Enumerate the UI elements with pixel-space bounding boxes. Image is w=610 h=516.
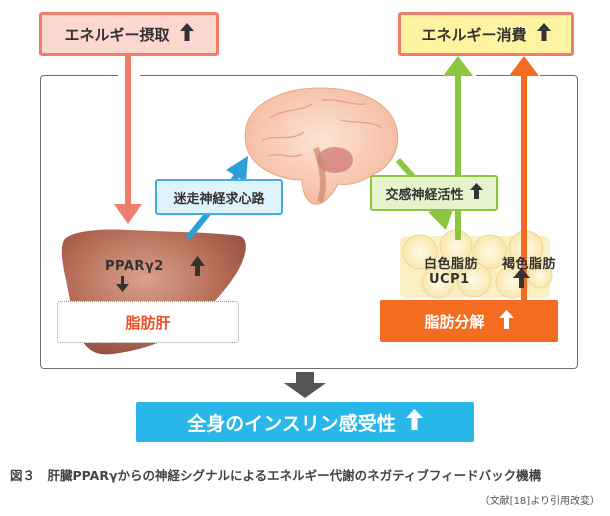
sympathetic-label: 交感神経活性	[385, 187, 464, 203]
up-arrow-icon	[498, 309, 514, 333]
up-arrow-icon	[179, 23, 194, 45]
up-arrow-icon	[469, 183, 483, 203]
lipolysis-label: 脂肪分解	[424, 312, 485, 331]
ucp1-label: UCP1	[429, 272, 470, 287]
insulin-sensitivity-label: 全身のインスリン感受性	[187, 412, 396, 435]
sympathetic-box: 交感神経活性	[370, 175, 498, 211]
white-fat-up-arrow	[443, 56, 473, 240]
energy-consumption-label: エネルギー消費	[421, 25, 527, 44]
energy-intake-label: エネルギー摂取	[64, 25, 170, 44]
brown-fat-up-arrow	[509, 56, 539, 302]
figure-caption: 図３ 肝臓PPARγからの神経シグナルによるエネルギー代謝のネガティブフィードバ…	[10, 468, 542, 483]
up-arrow-icon	[405, 409, 423, 435]
figure-citation: （文献[18]より引用改変）	[479, 496, 600, 507]
intake-arrow	[114, 56, 142, 224]
lipolysis-box: 脂肪分解	[380, 300, 558, 342]
insulin-sensitivity-box: 全身のインスリン感受性	[136, 402, 474, 442]
up-arrow-icon	[190, 256, 205, 276]
energy-consumption-box: エネルギー消費	[398, 12, 574, 56]
up-arrow-icon	[513, 268, 530, 288]
up-arrow-icon	[536, 23, 551, 45]
down-arrow-icon	[116, 276, 129, 292]
white-fat-label: 白色脂肪	[424, 257, 479, 272]
ppar-label: PPARγ2	[105, 259, 164, 274]
vagus-label: 迷走神経求心路	[173, 191, 265, 207]
energy-intake-box: エネルギー摂取	[39, 12, 219, 56]
brown-fat-label: 褐色脂肪	[502, 257, 557, 272]
fatty-liver-label: 脂肪肝	[125, 313, 171, 332]
brain-illustration	[244, 87, 399, 205]
vagus-afferent-box: 迷走神経求心路	[155, 179, 283, 215]
down-arrow-icon	[284, 372, 326, 398]
fatty-liver-box: 脂肪肝	[57, 301, 239, 343]
